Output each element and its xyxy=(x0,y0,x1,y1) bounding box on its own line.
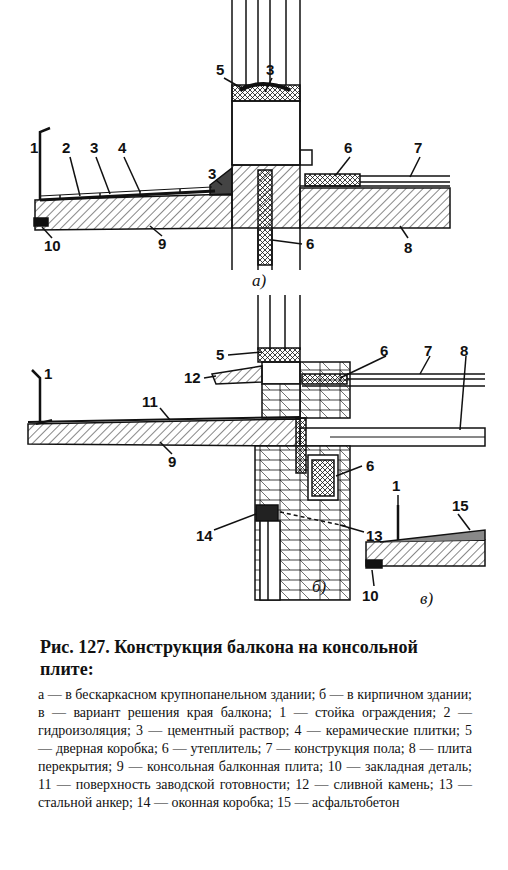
callout-number: 3 xyxy=(266,62,274,77)
callout-number: 6 xyxy=(366,458,374,473)
figure-caption: Рис. 127. Конструкция балкона на консоль… xyxy=(40,636,470,680)
callout-number: 1 xyxy=(30,140,38,155)
callout-number: 10 xyxy=(362,588,379,603)
callout-number: 11 xyxy=(142,394,158,409)
callout-number: 7 xyxy=(424,343,432,358)
callout-number: 9 xyxy=(158,236,166,251)
callout-number: 9 xyxy=(168,454,176,469)
figure-a xyxy=(34,0,450,270)
figure-letter: в) xyxy=(420,590,433,607)
callout-number: 6 xyxy=(306,236,314,251)
legend-text: а — в бескаркасном крупнопанельном здани… xyxy=(38,686,472,812)
callout-number: 3 xyxy=(90,140,98,155)
callout-number: 1 xyxy=(392,478,400,493)
callout-number: 3 xyxy=(208,166,216,181)
callout-number: 5 xyxy=(216,347,224,362)
callout-number: 13 xyxy=(366,528,383,543)
callout-number: 10 xyxy=(44,238,61,253)
callout-number: 4 xyxy=(118,140,126,155)
callout-number: 2 xyxy=(62,140,70,155)
figure-b xyxy=(28,295,485,600)
callout-number: 6 xyxy=(344,140,352,155)
callout-number: 6 xyxy=(380,343,388,358)
figure-v xyxy=(366,495,485,586)
callout-number: 8 xyxy=(460,343,468,358)
callout-number: 8 xyxy=(404,240,412,255)
callout-number: 14 xyxy=(196,528,213,543)
callout-number: 1 xyxy=(44,366,52,381)
callout-number: 7 xyxy=(414,140,422,155)
callout-number: 12 xyxy=(184,370,201,385)
figure-letter: а) xyxy=(252,272,266,289)
callout-number: 15 xyxy=(452,498,469,513)
figure-letter: б) xyxy=(312,578,326,595)
callout-number: 5 xyxy=(216,62,224,77)
